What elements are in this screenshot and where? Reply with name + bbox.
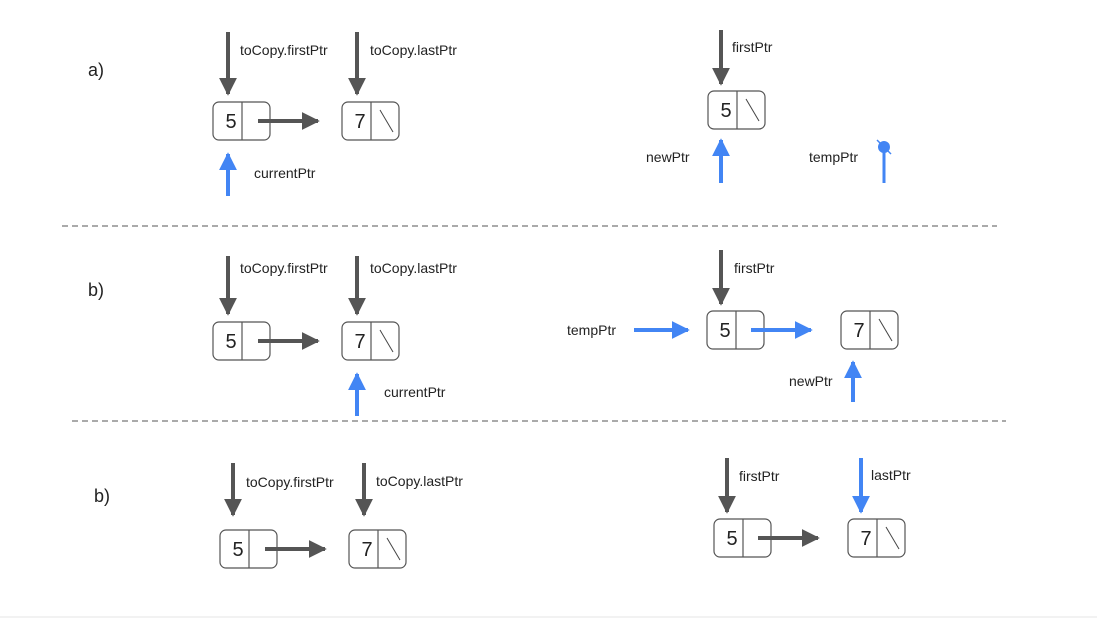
- null-pointer-tick: [876, 139, 892, 155]
- null-next-slash: [379, 329, 394, 353]
- null-next-slash: [745, 98, 760, 122]
- list-node: 7: [341, 101, 400, 141]
- section-a-label: a): [88, 60, 104, 80]
- section-a: a) toCopy.firstPtr toCopy.lastPtr 5 7 cu…: [88, 30, 892, 196]
- tocopy-firstptr-label: toCopy.firstPtr: [246, 474, 334, 490]
- list-node: 5: [212, 101, 271, 141]
- list-node: 7: [840, 310, 899, 350]
- newptr-label: newPtr: [646, 149, 690, 165]
- firstptr-label: firstPtr: [739, 468, 780, 484]
- node-value: 7: [853, 320, 864, 342]
- section-c-new-list: firstPtr lastPtr 5 7: [713, 458, 911, 558]
- null-next-slash: [386, 537, 401, 561]
- section-a-new-list: firstPtr 5 newPtr tempPtr: [646, 30, 892, 183]
- node-value: 5: [232, 539, 243, 561]
- currentptr-label: currentPtr: [384, 384, 446, 400]
- node-value: 5: [225, 111, 236, 133]
- firstptr-label: firstPtr: [734, 260, 775, 276]
- section-c-tocopy-list: toCopy.firstPtr toCopy.lastPtr 5 7: [219, 463, 463, 569]
- node-value: 5: [726, 528, 737, 550]
- list-node: 7: [348, 529, 407, 569]
- node-value: 5: [719, 320, 730, 342]
- tocopy-lastptr-label: toCopy.lastPtr: [370, 260, 457, 276]
- null-next-slash: [885, 526, 900, 550]
- tocopy-lastptr-label: toCopy.lastPtr: [370, 42, 457, 58]
- node-value: 7: [860, 528, 871, 550]
- null-next-slash: [379, 109, 394, 133]
- list-node: 7: [847, 518, 906, 558]
- section-b: b) toCopy.firstPtr toCopy.lastPtr 5 7 cu…: [88, 250, 899, 416]
- node-value: 7: [354, 331, 365, 353]
- tocopy-firstptr-label: toCopy.firstPtr: [240, 42, 328, 58]
- lastptr-label: lastPtr: [871, 467, 911, 483]
- tempptr-label: tempPtr: [567, 322, 616, 338]
- tocopy-firstptr-label: toCopy.firstPtr: [240, 260, 328, 276]
- list-node: 7: [341, 321, 400, 361]
- section-c-label: b): [94, 486, 110, 506]
- list-node: 5: [706, 310, 765, 350]
- node-value: 5: [225, 331, 236, 353]
- list-node: 5: [707, 90, 766, 130]
- section-b-label: b): [88, 280, 104, 300]
- newptr-label: newPtr: [789, 373, 833, 389]
- tempptr-null-pointer: [876, 139, 892, 183]
- list-node: 5: [212, 321, 271, 361]
- firstptr-label: firstPtr: [732, 39, 773, 55]
- currentptr-label: currentPtr: [254, 165, 316, 181]
- tempptr-label: tempPtr: [809, 149, 858, 165]
- tocopy-lastptr-label: toCopy.lastPtr: [376, 473, 463, 489]
- node-value: 7: [354, 111, 365, 133]
- node-value: 7: [361, 539, 372, 561]
- section-c: b) toCopy.firstPtr toCopy.lastPtr 5 7: [94, 458, 911, 569]
- section-b-tocopy-list: toCopy.firstPtr toCopy.lastPtr 5 7 curre…: [212, 256, 457, 416]
- node-value: 5: [720, 100, 731, 122]
- null-next-slash: [878, 318, 893, 342]
- section-a-tocopy-list: toCopy.firstPtr toCopy.lastPtr 5 7 curre…: [212, 32, 457, 196]
- section-b-new-list: firstPtr tempPtr 5 7 newPtr: [567, 250, 899, 402]
